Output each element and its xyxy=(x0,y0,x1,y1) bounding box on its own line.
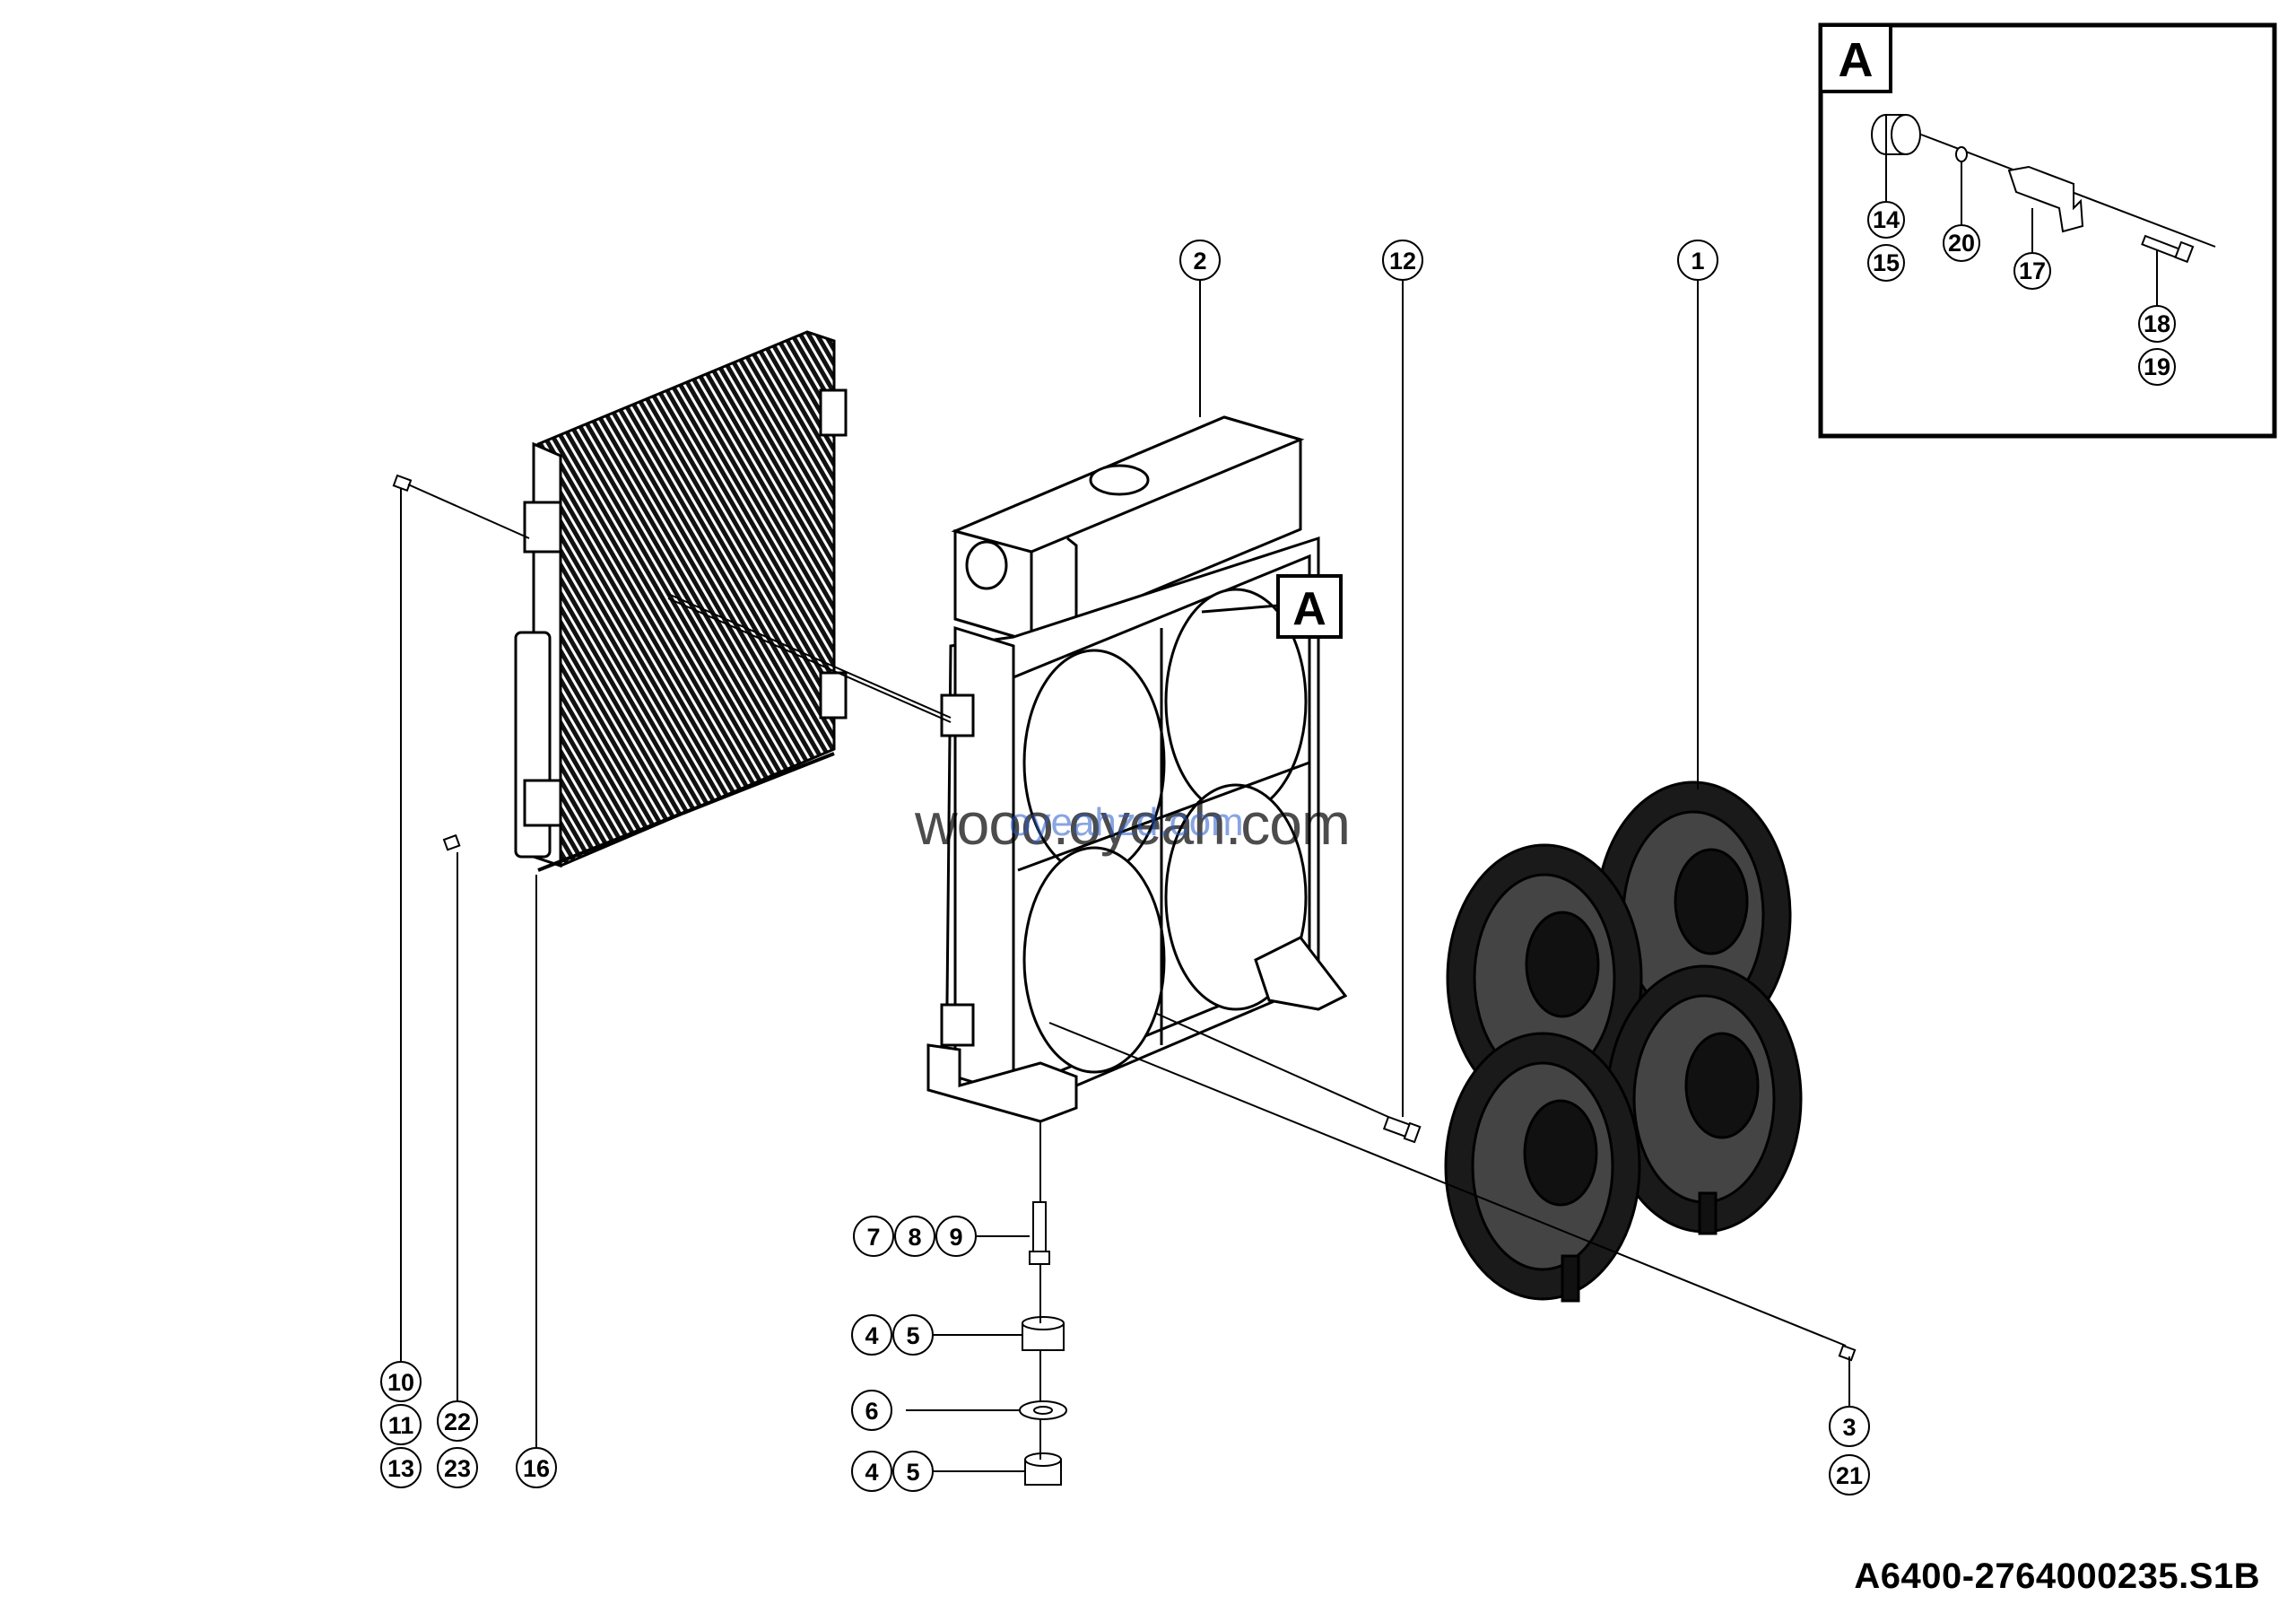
callout-13: 13 xyxy=(380,1447,422,1488)
detail-callout-15: 15 xyxy=(1867,244,1905,282)
svg-text:5: 5 xyxy=(906,1459,919,1486)
svg-text:17: 17 xyxy=(2019,257,2046,284)
svg-text:15: 15 xyxy=(1873,249,1900,276)
svg-text:5: 5 xyxy=(906,1322,919,1349)
svg-text:12: 12 xyxy=(1389,248,1416,275)
svg-text:6: 6 xyxy=(865,1398,878,1425)
callout-8: 8 xyxy=(894,1216,935,1257)
drawing-code: A6400-2764000235.S1B xyxy=(1854,1557,2260,1596)
detail-view-label: A xyxy=(1839,33,1874,87)
callout-22: 22 xyxy=(437,1400,478,1442)
svg-text:23: 23 xyxy=(444,1455,471,1482)
callout-12: 12 xyxy=(1382,240,1423,281)
bracket-icon xyxy=(2007,165,2084,233)
svg-text:13: 13 xyxy=(387,1455,414,1482)
detail-callout-19: 19 xyxy=(2138,348,2176,386)
svg-text:18: 18 xyxy=(2144,310,2170,337)
svg-text:14: 14 xyxy=(1873,206,1900,233)
callout-7: 7 xyxy=(853,1216,894,1257)
callout-23: 23 xyxy=(437,1447,478,1488)
callout-1: 1 xyxy=(1677,240,1718,281)
callout-3: 3 xyxy=(1829,1406,1870,1447)
detail-callout-17: 17 xyxy=(2013,252,2051,290)
leader-lines xyxy=(400,281,1850,1472)
callout-6: 6 xyxy=(851,1390,892,1431)
svg-text:19: 19 xyxy=(2144,353,2170,380)
condenser xyxy=(514,330,848,872)
detail-callout-18: 18 xyxy=(2138,305,2176,343)
callout-5a: 5 xyxy=(892,1314,934,1356)
svg-text:A: A xyxy=(1292,583,1326,635)
rubber-mount-icon xyxy=(1871,114,1921,155)
callout-21: 21 xyxy=(1829,1454,1870,1496)
svg-text:2: 2 xyxy=(1193,248,1206,275)
watermark: wooo.oyeah.com xyxy=(915,790,1351,857)
svg-text:21: 21 xyxy=(1836,1462,1863,1489)
view-marker-a: A xyxy=(1201,574,1343,639)
detail-callout-20: 20 xyxy=(1943,224,1980,262)
callout-10: 10 xyxy=(380,1361,422,1402)
svg-text:16: 16 xyxy=(523,1455,550,1482)
callout-2: 2 xyxy=(1179,240,1221,281)
radiator-assembly xyxy=(926,415,1348,1123)
callout-4b: 4 xyxy=(851,1451,892,1492)
callout-5b: 5 xyxy=(892,1451,934,1492)
svg-text:3: 3 xyxy=(1842,1414,1856,1441)
svg-text:4: 4 xyxy=(865,1459,878,1486)
svg-text:4: 4 xyxy=(865,1322,878,1349)
callout-4a: 4 xyxy=(851,1314,892,1356)
detail-callout-14: 14 xyxy=(1867,201,1905,239)
svg-text:10: 10 xyxy=(387,1369,414,1396)
fan-assembly xyxy=(1444,780,1803,1303)
svg-text:22: 22 xyxy=(444,1408,471,1435)
svg-text:7: 7 xyxy=(866,1224,880,1251)
bolt-icon xyxy=(2141,234,2195,264)
callout-11: 11 xyxy=(380,1404,422,1445)
callout-16: 16 xyxy=(516,1447,557,1488)
svg-text:11: 11 xyxy=(388,1412,414,1439)
callout-9: 9 xyxy=(935,1216,977,1257)
svg-text:8: 8 xyxy=(908,1224,921,1251)
svg-text:1: 1 xyxy=(1691,248,1704,275)
detail-view-a: A 14 15 xyxy=(1818,22,2277,439)
svg-text:9: 9 xyxy=(949,1224,962,1251)
washer-icon xyxy=(1955,146,1968,162)
watermark-overlay: oyeahzd.com xyxy=(1009,800,1244,844)
svg-text:20: 20 xyxy=(1948,230,1975,257)
